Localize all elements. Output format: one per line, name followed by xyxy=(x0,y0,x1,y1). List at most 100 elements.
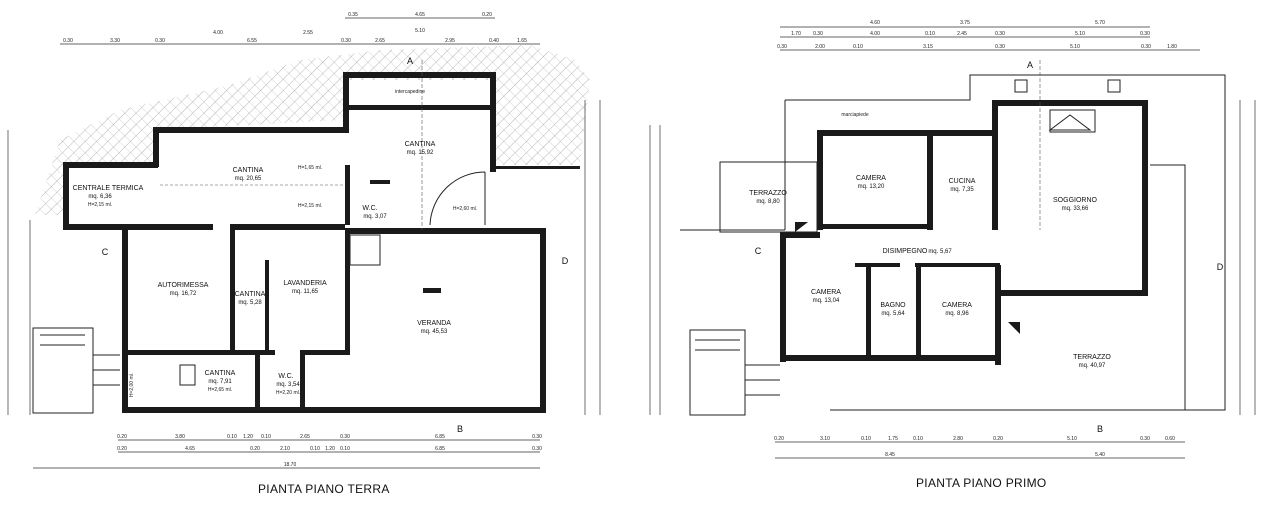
svg-text:4.60: 4.60 xyxy=(870,20,880,26)
room-area: mq. 5,64 xyxy=(881,311,905,317)
svg-text:0.10: 0.10 xyxy=(861,436,871,442)
room-area: mq. 7,91 xyxy=(208,379,232,385)
bottom-dimensions: 0.20 3.10 0.10 1.75 0.10 2.80 0.20 5.10 … xyxy=(774,436,1175,458)
room-note: H=2,15 ml. xyxy=(298,203,322,209)
svg-text:0.10: 0.10 xyxy=(340,446,350,452)
svg-text:1.65: 1.65 xyxy=(517,38,527,44)
section-d-marker: D xyxy=(1217,262,1224,272)
svg-text:6.55: 6.55 xyxy=(247,38,257,44)
room-name: CAMERA xyxy=(811,289,841,296)
svg-text:0.10: 0.10 xyxy=(227,434,237,440)
room-note: H=1,65 ml. xyxy=(298,165,322,171)
ground-floor-plan: A B C D intercapedine CENTRALE TERMICA m… xyxy=(7,12,601,469)
svg-text:5.40: 5.40 xyxy=(1095,452,1105,458)
room-note: H=2,60 ml. xyxy=(453,206,477,212)
room-name: TERRAZZO xyxy=(749,190,787,197)
svg-text:2.10: 2.10 xyxy=(280,446,290,452)
svg-text:0.30: 0.30 xyxy=(777,44,787,50)
marciapiede-label: marciapiede xyxy=(841,112,868,118)
room-note: H=2,20 ml. xyxy=(276,390,300,396)
room-area: mq. 40,97 xyxy=(1079,363,1106,369)
room-area: mq. 11,65 xyxy=(292,289,319,295)
room-name: SOGGIORNO xyxy=(1053,197,1098,204)
svg-text:3.75: 3.75 xyxy=(960,20,970,26)
svg-text:2.55: 2.55 xyxy=(303,30,313,36)
room-area: mq. 5,28 xyxy=(238,300,262,306)
section-c-marker: C xyxy=(102,247,109,257)
top-dimensions: 4.60 3.75 5.70 1.70 0.30 4.00 0.10 2.45 … xyxy=(777,20,1177,50)
svg-text:0.30: 0.30 xyxy=(1140,31,1150,37)
svg-text:4.65: 4.65 xyxy=(415,12,425,18)
room-name: AUTORIMESSA xyxy=(158,282,209,289)
room-name: LAVANDERIA xyxy=(283,280,327,287)
room-note: H=2,15 ml. xyxy=(88,202,112,208)
svg-text:2.95: 2.95 xyxy=(445,38,455,44)
svg-text:0.10: 0.10 xyxy=(913,436,923,442)
svg-text:0.30: 0.30 xyxy=(63,38,73,44)
section-b-marker: B xyxy=(1097,424,1103,434)
section-b-marker: B xyxy=(457,424,463,434)
svg-text:3.30: 3.30 xyxy=(110,38,120,44)
svg-text:0.10: 0.10 xyxy=(925,31,935,37)
svg-text:2.65: 2.65 xyxy=(375,38,385,44)
room-area: mq. 8,96 xyxy=(945,311,969,317)
svg-text:0.10: 0.10 xyxy=(310,446,320,452)
svg-text:0.30: 0.30 xyxy=(813,31,823,37)
svg-text:2.45: 2.45 xyxy=(957,31,967,37)
svg-text:4.65: 4.65 xyxy=(185,446,195,452)
svg-text:6.85: 6.85 xyxy=(435,446,445,452)
room-area: mq. 3,07 xyxy=(363,214,387,220)
svg-text:3.10: 3.10 xyxy=(820,436,830,442)
room-name: TERRAZZO xyxy=(1073,354,1111,361)
svg-text:5.10: 5.10 xyxy=(415,28,425,34)
intercapedine-label: intercapedine xyxy=(395,89,425,95)
svg-text:6.85: 6.85 xyxy=(435,434,445,440)
svg-text:5.10: 5.10 xyxy=(1067,436,1077,442)
room-name: CAMERA xyxy=(856,175,886,182)
svg-text:0.30: 0.30 xyxy=(1140,436,1150,442)
room-name: CENTRALE TERMICA xyxy=(73,185,144,192)
section-d-marker: D xyxy=(562,256,569,266)
svg-text:0.35: 0.35 xyxy=(348,12,358,18)
svg-text:0.10: 0.10 xyxy=(853,44,863,50)
bottom-dimensions: 0.20 3.80 0.10 1.20 0.10 2.65 0.30 6.85 … xyxy=(117,434,542,468)
room-name: W.C. xyxy=(362,205,377,212)
svg-text:0.20: 0.20 xyxy=(482,12,492,18)
room-area: mq. 6,36 xyxy=(88,194,112,200)
svg-text:0.30: 0.30 xyxy=(995,31,1005,37)
svg-text:0.20: 0.20 xyxy=(117,434,127,440)
room-area: mq. 3,54 xyxy=(276,382,300,388)
room-name: VERANDA xyxy=(417,320,451,327)
svg-text:5.10: 5.10 xyxy=(1070,44,1080,50)
svg-text:0.10: 0.10 xyxy=(261,434,271,440)
svg-text:0.30: 0.30 xyxy=(155,38,165,44)
room-note: H=2,65 ml. xyxy=(208,387,232,393)
top-dimensions: 0.30 3.30 0.30 4.00 6.55 2.55 0.30 2.65 … xyxy=(63,12,527,44)
svg-text:0.20: 0.20 xyxy=(774,436,784,442)
svg-text:5.10: 5.10 xyxy=(1075,31,1085,37)
room-name: CANTINA xyxy=(235,291,266,298)
svg-text:0.40: 0.40 xyxy=(489,38,499,44)
svg-text:0.20: 0.20 xyxy=(117,446,127,452)
svg-text:1.20: 1.20 xyxy=(243,434,253,440)
svg-text:3.80: 3.80 xyxy=(175,434,185,440)
room-area: mq. 13,04 xyxy=(813,298,840,304)
room-area: mq. 45,53 xyxy=(421,329,448,335)
room-note: H=2,00 ml. xyxy=(129,373,135,397)
svg-text:1.75: 1.75 xyxy=(888,436,898,442)
svg-text:1.70: 1.70 xyxy=(791,31,801,37)
svg-text:0.30: 0.30 xyxy=(341,38,351,44)
section-a-marker: A xyxy=(1027,60,1033,70)
first-floor-plan: 4.60 3.75 5.70 1.70 0.30 4.00 0.10 2.45 … xyxy=(649,20,1256,459)
room-area: mq. 16,72 xyxy=(170,291,197,297)
room-name: CAMERA xyxy=(942,302,972,309)
room-name: DISIMPEGNO xyxy=(883,248,928,255)
svg-text:0.30: 0.30 xyxy=(532,446,542,452)
first-floor-title: PIANTA PIANO PRIMO xyxy=(916,476,1047,490)
svg-text:0.20: 0.20 xyxy=(250,446,260,452)
svg-text:2.80: 2.80 xyxy=(953,436,963,442)
svg-text:4.00: 4.00 xyxy=(213,30,223,36)
svg-text:0.30: 0.30 xyxy=(340,434,350,440)
room-area: mq. 33,66 xyxy=(1062,206,1089,212)
